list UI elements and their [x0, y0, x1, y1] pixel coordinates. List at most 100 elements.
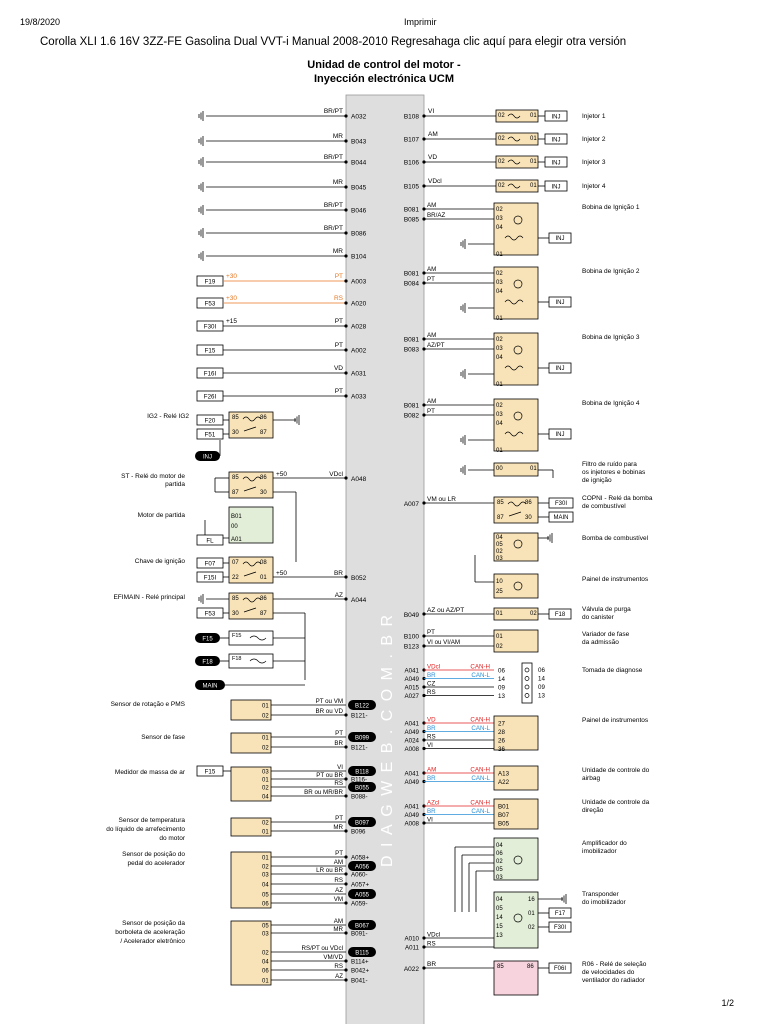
- wire-color-label: BR/PT: [324, 108, 343, 115]
- connector-pin: 14: [498, 676, 505, 683]
- ecu-pin-label: B067: [355, 923, 370, 929]
- ecu-pin-label: B081: [404, 271, 420, 278]
- ignition-switch-box: [228, 556, 274, 584]
- sensor-label: Sensor de temperatura: [119, 817, 186, 824]
- relay-pin: 86: [260, 596, 267, 602]
- immo-pin: 02: [496, 859, 503, 865]
- relay-coil-icon: [242, 416, 262, 422]
- sensor-box: [230, 920, 272, 986]
- ecu-pin-label: A032: [351, 114, 367, 121]
- wire-color-label: BR: [334, 740, 343, 747]
- injector-coil-icon: [507, 159, 521, 165]
- wire-color-label: VD: [428, 154, 437, 161]
- ecu-pin-pill: [348, 947, 376, 957]
- wire-color-label: PT ou BR: [316, 772, 343, 779]
- ecu-pin-label: B105: [404, 184, 420, 191]
- sensor-label: borboleta de aceleração: [115, 929, 185, 936]
- wire-color-label: VI: [427, 817, 433, 824]
- fuse-label: F17: [555, 911, 566, 917]
- relay-pin: 87: [497, 515, 504, 521]
- sensor-pin: 06: [262, 901, 269, 907]
- coil-pin: 04: [496, 289, 503, 295]
- ecu-pin-label: B083: [404, 347, 420, 354]
- wire-color-label: PT: [427, 408, 435, 415]
- coil-driver-icon: [513, 345, 523, 355]
- pump-pin: 05: [496, 542, 503, 548]
- ecu-pin-label: A048: [351, 476, 367, 483]
- ecu-pin-label: A058+: [351, 855, 369, 862]
- steering-label: Unidade de controle da: [582, 799, 650, 806]
- wire-color-label: AM: [427, 202, 436, 209]
- change-version-link[interactable]: haga clic aquí para elegir otra versión: [434, 36, 627, 48]
- connection-dot: [344, 745, 348, 749]
- connector-pin: 13: [498, 693, 505, 700]
- relay-coil-icon: [242, 476, 262, 482]
- pump-pin: 03: [496, 556, 503, 562]
- inj-tag-box: [548, 362, 572, 374]
- filter-label: os injetores e bobinas: [582, 469, 646, 476]
- injector-pin: 01: [530, 183, 537, 189]
- wire-color-label: AZ: [335, 592, 343, 599]
- diag-pin-label: 13: [538, 693, 545, 700]
- ecu-pin-label: B097: [355, 820, 370, 826]
- can-label: CAN-H: [470, 664, 490, 671]
- connector-pin: B05: [498, 820, 510, 827]
- inj-tag-label: INJ: [552, 137, 561, 143]
- relay-contact-icon: [243, 426, 257, 432]
- immo-pin: 03: [496, 875, 503, 881]
- injector-coil-icon: [507, 136, 521, 142]
- vvt-label: Variador de fase: [582, 631, 630, 638]
- fuel-pump-box: [493, 532, 539, 562]
- ecu-pin-label: B088-: [351, 794, 368, 801]
- pin-dot: [344, 301, 348, 305]
- r06-relay-box: [493, 960, 539, 996]
- wire-color-label: AZ/PT: [427, 342, 445, 349]
- back-link[interactable]: Regresa: [390, 36, 435, 48]
- ignition-coil-box: [493, 332, 539, 386]
- ecu-pin-label: A049: [405, 729, 420, 736]
- relay-pin: 30: [232, 611, 239, 617]
- connection-dot: [344, 713, 348, 717]
- fuse-F15-label: F15: [205, 347, 216, 354]
- wire-color-label: AM: [427, 767, 436, 774]
- transponder-pin: 13: [496, 933, 503, 939]
- sensor-pin: 01: [262, 735, 269, 741]
- pin-label: 00: [231, 524, 238, 530]
- coil-pin: 04: [496, 225, 503, 231]
- fuse-box: [548, 921, 572, 933]
- purge-label: do canister: [582, 614, 615, 621]
- connection-dot: [344, 901, 348, 905]
- wire-color-label: VI: [428, 108, 434, 115]
- coil-winding-icon: [504, 299, 524, 305]
- sensor-pin: 05: [262, 923, 269, 929]
- fuse-icon: [249, 658, 267, 664]
- wire-color-label: AM: [334, 918, 343, 925]
- wire-color-label: MR: [333, 248, 343, 255]
- instrument-panel-box: [493, 573, 539, 599]
- ecu-pin-label: B042+: [351, 968, 369, 975]
- ignition-switch-label: Chave de ignição: [135, 558, 186, 565]
- starter-label: Motor de partida: [138, 512, 186, 519]
- r06-label: R06 - Relé de seleção: [582, 961, 647, 968]
- connection-dot: [344, 959, 348, 963]
- inj-tag-label: INJ: [556, 432, 565, 438]
- steering-box: [493, 798, 539, 830]
- connector-pin: 27: [498, 720, 505, 727]
- sensor-pin: 02: [262, 864, 269, 870]
- relay-pin: 07: [232, 560, 239, 566]
- wire-color-label: MR: [333, 179, 343, 186]
- injector-coil-icon: [507, 183, 521, 189]
- coil-driver-icon: [513, 411, 523, 421]
- fuse-F16I-label: F16I: [204, 370, 217, 377]
- coil-label: Bobina de Ignição 4: [582, 400, 640, 407]
- wire-color-label: MR: [333, 824, 343, 831]
- purge-pin: 01: [496, 611, 503, 617]
- sensor-label: Medidor de massa de ar: [115, 769, 186, 776]
- print-link[interactable]: Imprimir: [404, 17, 437, 27]
- wire-color-label: AM: [428, 131, 438, 138]
- wire-color-label: AZ: [335, 973, 343, 980]
- connection-dot: [344, 978, 348, 982]
- pin-dot: [344, 394, 348, 398]
- ecu-pin-label: B096: [351, 829, 366, 836]
- efimain-relay: [228, 592, 274, 620]
